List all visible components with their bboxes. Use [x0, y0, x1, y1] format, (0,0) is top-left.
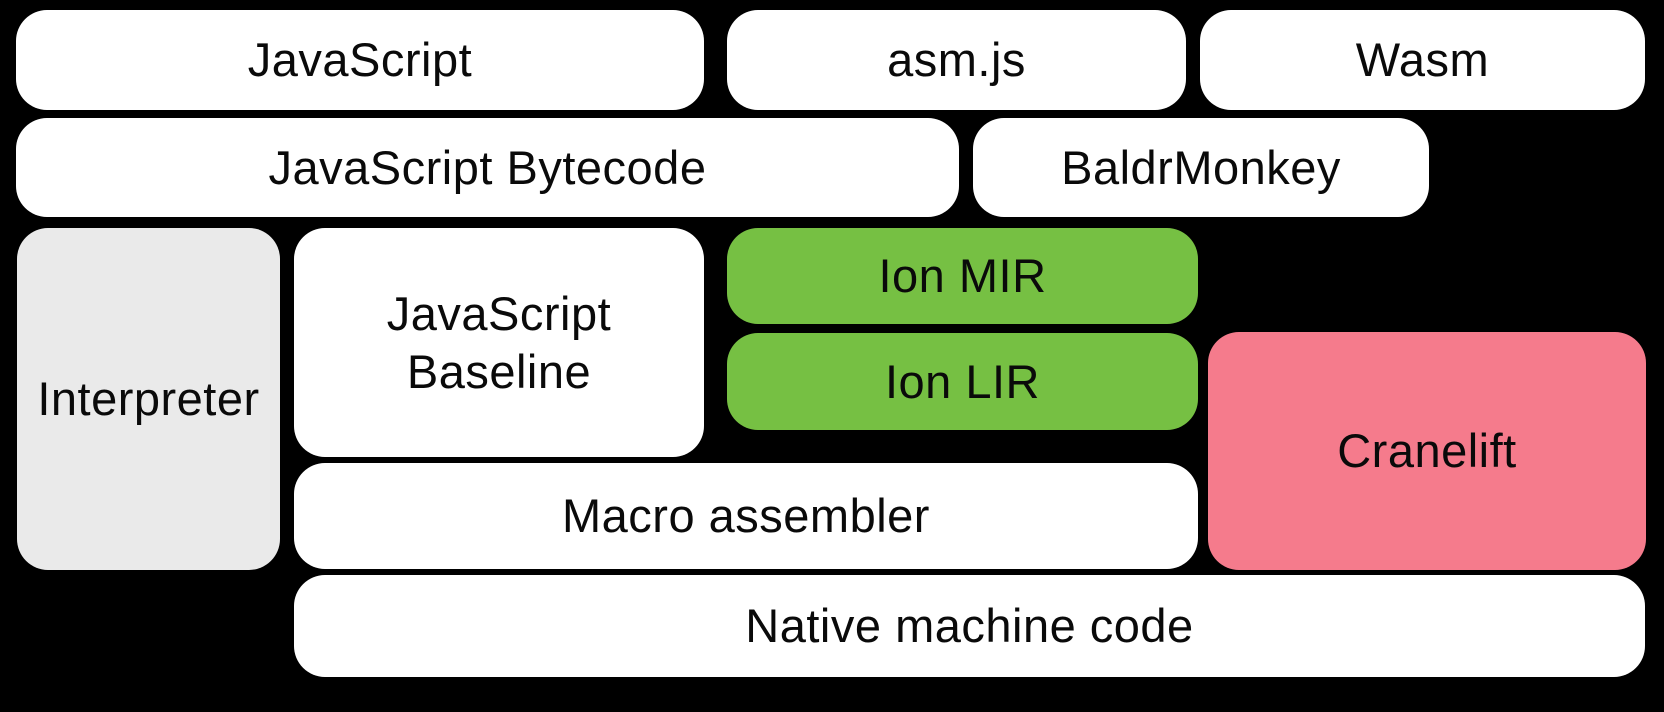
box-javascript-baseline-line1: JavaScript — [386, 286, 612, 340]
box-javascript-bytecode: JavaScript Bytecode — [16, 118, 959, 217]
box-asmjs: asm.js — [727, 10, 1186, 110]
box-javascript: JavaScript — [16, 10, 704, 110]
box-ion-lir-label: Ion LIR — [884, 354, 1041, 408]
box-javascript-bytecode-label: JavaScript Bytecode — [268, 140, 707, 194]
box-javascript-baseline-line2: Baseline — [406, 344, 592, 398]
box-baldrmonkey: BaldrMonkey — [973, 118, 1429, 217]
box-wasm-label: Wasm — [1355, 33, 1490, 86]
box-cranelift: Cranelift — [1208, 332, 1646, 570]
box-wasm: Wasm — [1200, 10, 1645, 110]
box-asmjs-label: asm.js — [887, 33, 1026, 86]
box-native-machine-code-label: Native machine code — [745, 599, 1194, 652]
box-macro-assembler-label: Macro assembler — [562, 489, 930, 542]
box-interpreter-label: Interpreter — [37, 372, 260, 425]
box-ion-mir: Ion MIR — [727, 228, 1198, 324]
box-interpreter: Interpreter — [17, 228, 280, 570]
box-cranelift-label: Cranelift — [1337, 424, 1517, 477]
box-javascript-label: JavaScript — [247, 33, 473, 86]
box-baldrmonkey-label: BaldrMonkey — [1061, 140, 1341, 194]
box-javascript-baseline-label: JavaScript Baseline — [387, 285, 611, 401]
box-macro-assembler: Macro assembler — [294, 463, 1198, 569]
box-ion-mir-label: Ion MIR — [878, 249, 1047, 302]
box-ion-lir: Ion LIR — [727, 333, 1198, 430]
box-javascript-baseline: JavaScript Baseline — [294, 228, 704, 457]
box-native-machine-code: Native machine code — [294, 575, 1645, 677]
